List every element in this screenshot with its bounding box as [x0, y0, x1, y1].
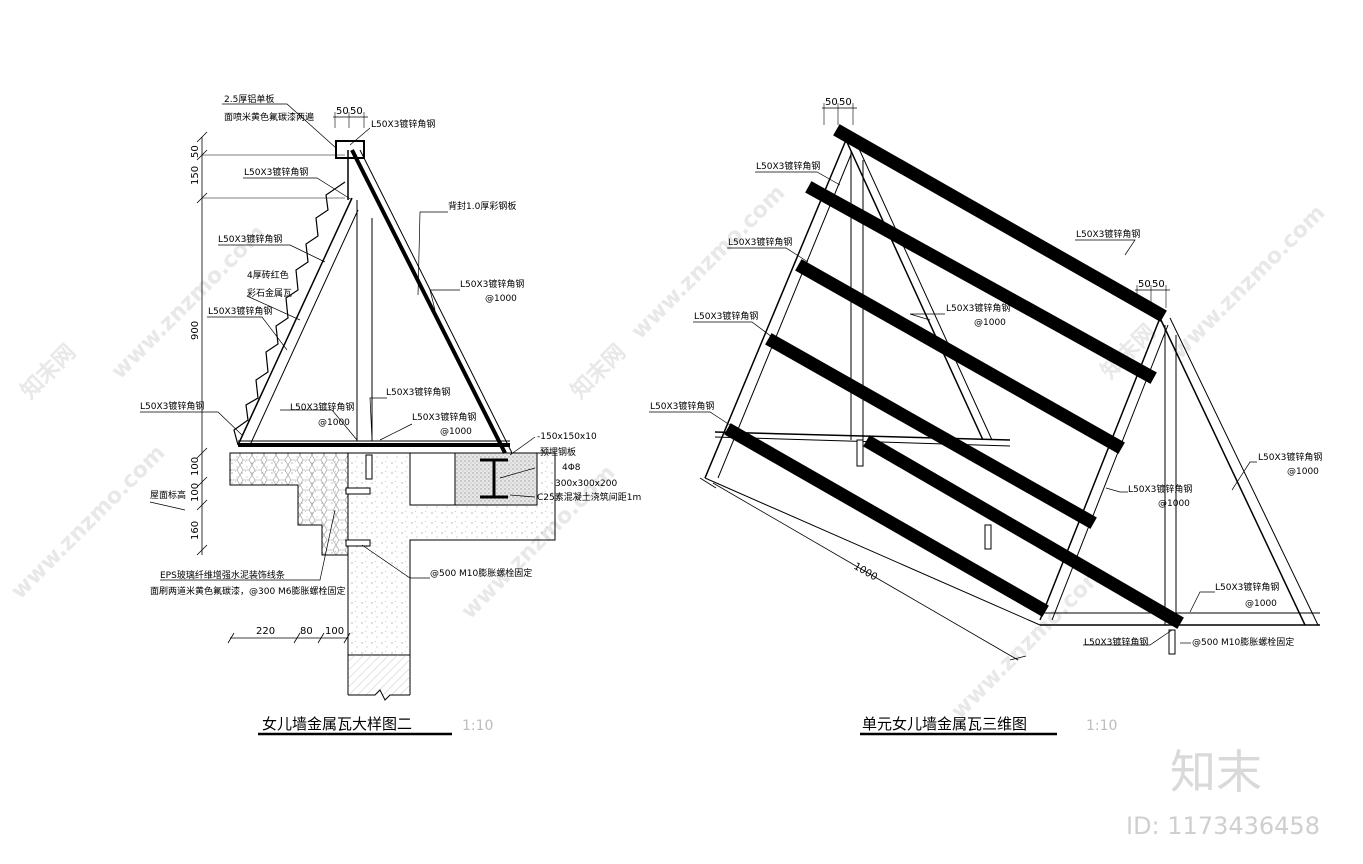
label-spacing: @1000 [1245, 599, 1277, 609]
left-detail [140, 103, 556, 736]
left-scale: 1:10 [462, 718, 493, 734]
dim-top-a: 50 [336, 106, 349, 117]
label-spacing: @1000 [1158, 499, 1190, 509]
label-angle-base-spacing: @1000 [440, 427, 472, 437]
label-rebar: 4Φ8 [562, 463, 581, 473]
watermark-site-cn: 知末网 [566, 339, 631, 404]
dim-mid-a: 50 [1138, 279, 1151, 290]
dim-v1: 50 [190, 145, 201, 158]
purlins [724, 124, 1184, 629]
label-aluminum-plate: 2.5厚铝单板 [224, 93, 274, 105]
watermark-site-cn: 知末网 [16, 339, 81, 404]
embedded-plate [480, 458, 508, 499]
dim-v2: 150 [190, 166, 201, 185]
right-labels: 50 50 50 50 1000 L50X3镀锌角钢 L50X3镀锌角钢 L50… [650, 97, 1322, 734]
label-angle-eave: L50X3镀锌角钢 [140, 400, 204, 412]
purlin [765, 333, 1097, 529]
dim-top-b: 50 [839, 97, 852, 108]
label-angle-post: L50X3镀锌角钢 [386, 386, 450, 398]
a-frame-right-leg [350, 149, 507, 454]
dim-top-b: 50 [350, 106, 363, 117]
label-angle: L50X3镀锌角钢 [946, 302, 1010, 314]
right-detail [649, 103, 1320, 736]
label-tile-2: 彩石金属瓦 [247, 287, 292, 299]
label-back-seal: 背封1.0厚彩钢板 [448, 200, 516, 212]
label-angle: L50X3镀锌角钢 [650, 400, 714, 412]
right-scale: 1:10 [1086, 718, 1117, 734]
purlin [805, 181, 1157, 384]
label-angle: L50X3镀锌角钢 [1076, 228, 1140, 240]
dim-top-a: 50 [825, 97, 838, 108]
label-angle-back: L50X3镀锌角钢 [460, 278, 524, 290]
right-title: 单元女儿墙金属瓦三维图 [862, 715, 1027, 733]
watermark-site: www.znzmo.com [7, 440, 171, 604]
label-angle-top: L50X3镀锌角钢 [371, 118, 435, 130]
label-angle: L50X3镀锌角钢 [1258, 451, 1322, 463]
eps-decor [229, 452, 349, 556]
a-frame-left-leg [237, 197, 353, 446]
dim-v6: 160 [190, 521, 201, 540]
purlin [724, 423, 1049, 617]
label-angle-back-spacing: @1000 [485, 294, 517, 304]
watermark-logo: 知末 [1170, 745, 1262, 799]
label-angle: L50X3镀锌角钢 [218, 233, 282, 245]
label-aluminum-plate-note: 面喷米黄色氟碳漆两遍 [224, 111, 314, 123]
label-angle: L50X3镀锌角钢 [694, 310, 758, 322]
label-embed-plate: 预埋钢板 [540, 446, 576, 458]
label-plate: -150x150x10 [537, 432, 597, 442]
dim-v3: 900 [190, 321, 201, 340]
label-eps-note: 面刷两道米黄色氟碳漆，@300 M6膨胀螺栓固定 [150, 585, 346, 597]
dim-v5: 100 [190, 483, 201, 502]
left-labels: 2.5厚铝单板 面喷米黄色氟碳漆两遍 L50X3镀锌角钢 L50X3镀锌角钢 L… [140, 93, 641, 734]
label-angle: L50X3镀锌角钢 [756, 160, 820, 172]
label-angle: L50X3镀锌角钢 [244, 166, 308, 178]
label-concrete: C25素混凝土浇筑间距1m [537, 491, 641, 503]
label-angle: L50X3镀锌角钢 [208, 305, 272, 317]
dim-h2: 80 [300, 626, 313, 637]
purlin [833, 124, 1167, 322]
label-angle-inner: L50X3镀锌角钢 [290, 401, 354, 413]
dim-mid-b: 50 [1152, 279, 1165, 290]
label-roof-level: 屋面标高 [150, 489, 186, 501]
label-spacing: @1000 [1287, 467, 1319, 477]
label-bolt: @500 M10膨胀螺栓固定 [1192, 636, 1294, 648]
purlin [795, 259, 1125, 454]
label-tile: 4厚砖红色 [247, 269, 289, 281]
label-angle-inner-spacing: @1000 [318, 418, 350, 428]
dim-h3: 100 [325, 626, 344, 637]
label-eps: EPS玻璃纤维增强水泥装饰线条 [160, 569, 285, 581]
metal-tiles [233, 181, 346, 446]
top-cap [335, 140, 365, 159]
label-angle: L50X3镀锌角钢 [1128, 483, 1192, 495]
watermark-id: ID: 1173436458 [1126, 812, 1320, 840]
label-angle: L50X3镀锌角钢 [1215, 581, 1279, 593]
dim-v4: 100 [190, 457, 201, 476]
purlin [863, 435, 1184, 629]
label-pier: 300x300x200 [555, 479, 617, 489]
dim-h1: 220 [256, 626, 275, 637]
label-angle: L50X3镀锌角钢 [1084, 636, 1148, 648]
label-bolt: @500 M10膨胀螺栓固定 [430, 567, 532, 579]
watermark-site: www.znzmo.com [1167, 200, 1331, 364]
label-angle-base: L50X3镀锌角钢 [412, 411, 476, 423]
label-spacing: @1000 [974, 318, 1006, 328]
label-angle: L50X3镀锌角钢 [728, 236, 792, 248]
dim-length: 1000 [852, 561, 880, 583]
left-title: 女儿墙金属瓦大样图二 [262, 715, 412, 733]
